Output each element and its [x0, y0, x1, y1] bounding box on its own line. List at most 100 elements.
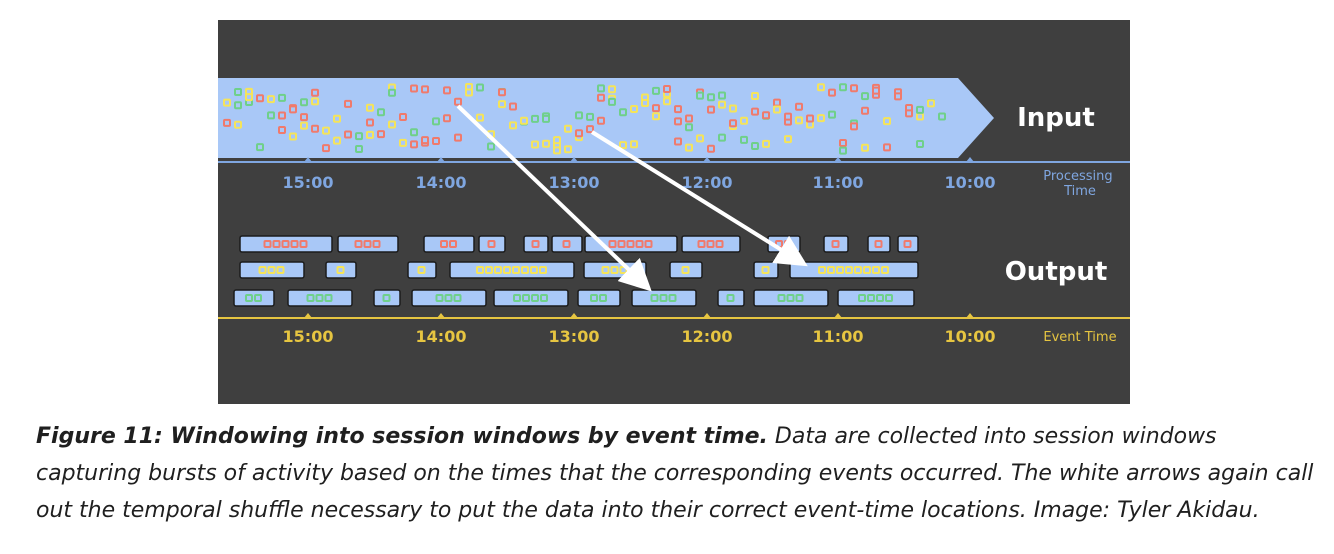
- event-tick-mark: [570, 313, 578, 318]
- window-event-dot: [276, 266, 285, 274]
- event-tick-label: 13:00: [549, 327, 600, 346]
- input-event-dot: [608, 85, 616, 94]
- input-event-dot: [850, 122, 858, 131]
- input-event-dot: [872, 86, 880, 95]
- window-event-dot: [453, 294, 462, 302]
- session-window: [239, 261, 305, 279]
- window-event-dot: [681, 266, 690, 274]
- input-event-dot: [861, 143, 869, 152]
- input-event-dot: [597, 84, 605, 93]
- input-event-dot: [630, 105, 638, 114]
- window-event-dot: [836, 266, 844, 274]
- input-event-dot: [773, 98, 781, 107]
- input-event-dot: [685, 143, 693, 152]
- window-event-dot: [635, 240, 644, 248]
- window-event-dot: [715, 240, 724, 248]
- window-event-dot: [872, 266, 880, 274]
- window-event-dot: [306, 294, 315, 302]
- event-tick-mark: [834, 313, 842, 318]
- input-event-dot: [916, 105, 924, 114]
- processing-tick-mark: [703, 157, 711, 162]
- window-event-dot: [608, 240, 617, 248]
- input-event-dot: [377, 130, 385, 139]
- window-event-dot: [494, 266, 502, 274]
- input-stream-band: [218, 78, 994, 158]
- input-event-dot: [531, 140, 539, 149]
- window-event-dot: [324, 294, 333, 302]
- input-event-dot: [674, 117, 682, 126]
- input-event-dot: [685, 114, 693, 123]
- input-event-dot: [311, 124, 319, 133]
- session-window: [669, 261, 703, 279]
- window-event-dot: [601, 266, 610, 274]
- event-tick-label: 14:00: [416, 327, 467, 346]
- input-event-dot: [333, 136, 341, 145]
- input-event-dot: [619, 108, 627, 117]
- input-event-dot: [916, 140, 924, 149]
- input-event-dot: [520, 116, 528, 125]
- window-event-dot: [513, 294, 521, 302]
- window-event-dot: [267, 266, 276, 274]
- event-tick-label: 12:00: [682, 327, 733, 346]
- input-event-dot: [300, 113, 308, 122]
- window-event-dot: [858, 294, 866, 302]
- window-event-dot: [485, 266, 493, 274]
- session-window: [823, 235, 849, 253]
- input-event-dot: [674, 137, 682, 146]
- input-event-dot: [575, 129, 583, 138]
- input-event-dot: [685, 123, 693, 132]
- session-window: [337, 235, 399, 253]
- window-event-dot: [336, 266, 345, 274]
- input-event-dot: [707, 105, 715, 114]
- input-event-dot: [564, 145, 572, 154]
- input-event-dot: [663, 85, 671, 94]
- input-event-dot: [784, 112, 792, 121]
- window-event-dot: [650, 294, 659, 302]
- input-event-dot: [916, 112, 924, 121]
- window-event-dot: [854, 266, 862, 274]
- input-event-dot: [861, 92, 869, 101]
- window-event-dot: [245, 294, 253, 302]
- window-event-dot: [530, 266, 538, 274]
- event-tick-label: 15:00: [283, 327, 334, 346]
- window-event-dot: [449, 240, 457, 248]
- input-event-dot: [784, 135, 792, 144]
- window-event-dot: [254, 294, 262, 302]
- input-event-dot: [839, 138, 847, 147]
- input-event-dot: [762, 139, 770, 148]
- session-window: [523, 235, 549, 253]
- window-event-dot: [795, 294, 804, 302]
- input-event-dot: [289, 132, 297, 141]
- window-event-dot: [435, 294, 444, 302]
- window-event-dot: [697, 240, 706, 248]
- window-event-dot: [363, 240, 372, 248]
- session-window: [287, 289, 353, 307]
- input-event-dot: [223, 118, 231, 127]
- processing-tick-label: 15:00: [283, 173, 334, 192]
- input-event-dot: [421, 85, 429, 94]
- session-window: [551, 235, 583, 253]
- input-event-dot: [322, 126, 330, 135]
- session-window: [233, 289, 275, 307]
- input-event-dot: [256, 94, 264, 103]
- window-event-dot: [290, 240, 299, 248]
- input-event-dot: [707, 93, 715, 102]
- input-event-dot: [344, 99, 352, 108]
- input-event-dot: [454, 133, 462, 142]
- input-event-dot: [476, 83, 484, 92]
- window-event-dot: [281, 240, 290, 248]
- input-event-dot: [366, 118, 374, 127]
- input-event-dot: [234, 101, 242, 110]
- input-event-dot: [817, 83, 825, 92]
- window-event-dot: [659, 294, 668, 302]
- input-event-dot: [729, 119, 737, 128]
- input-event-dot: [883, 117, 891, 126]
- processing-tick-mark: [437, 157, 445, 162]
- input-event-dot: [641, 99, 649, 108]
- input-event-dot: [443, 86, 451, 95]
- window-event-dot: [522, 294, 530, 302]
- processing-tick-label: 13:00: [549, 173, 600, 192]
- processing-tick-mark: [966, 157, 974, 162]
- window-event-dot: [668, 294, 677, 302]
